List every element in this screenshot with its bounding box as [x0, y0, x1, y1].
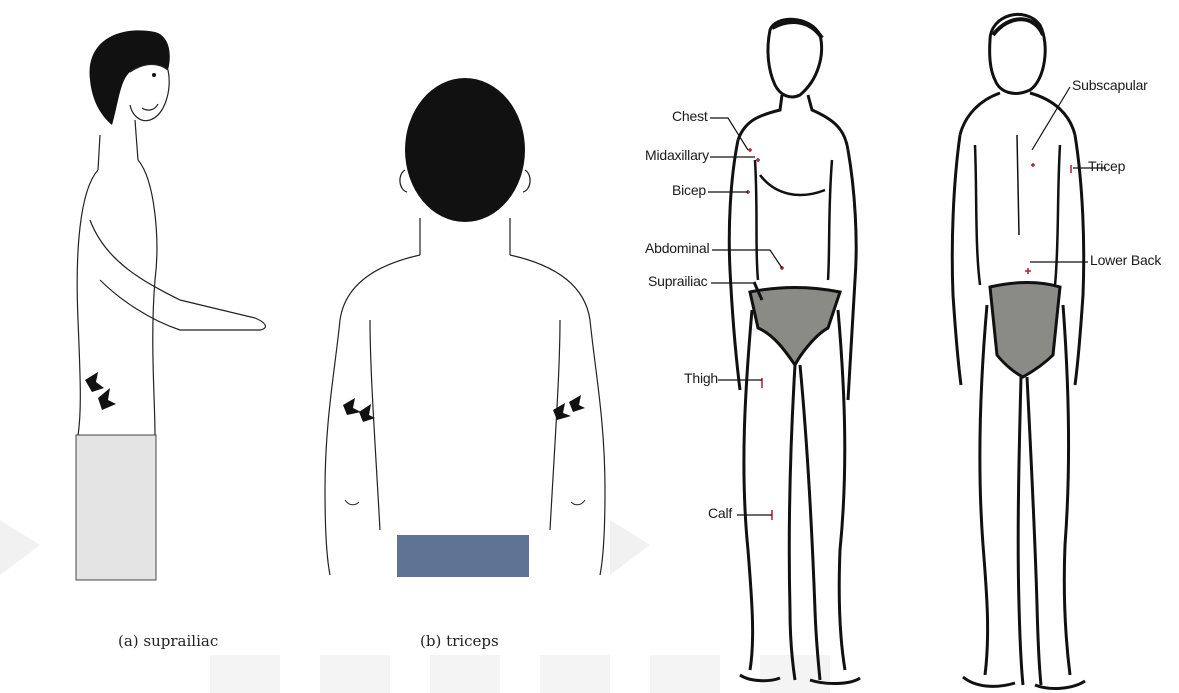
- label-tricep: Tricep: [1088, 158, 1125, 174]
- label-bicep: Bicep: [672, 182, 706, 198]
- label-subscapular: Subscapular: [1072, 77, 1148, 93]
- label-chest: Chest: [672, 108, 708, 124]
- label-suprailiac: Suprailiac: [648, 273, 707, 289]
- label-thigh: Thigh: [684, 370, 718, 386]
- label-midaxillary: Midaxillary: [645, 147, 709, 163]
- label-lower-back: Lower Back: [1090, 252, 1161, 268]
- label-calf: Calf: [708, 505, 732, 521]
- label-abdominal: Abdominal: [645, 240, 709, 256]
